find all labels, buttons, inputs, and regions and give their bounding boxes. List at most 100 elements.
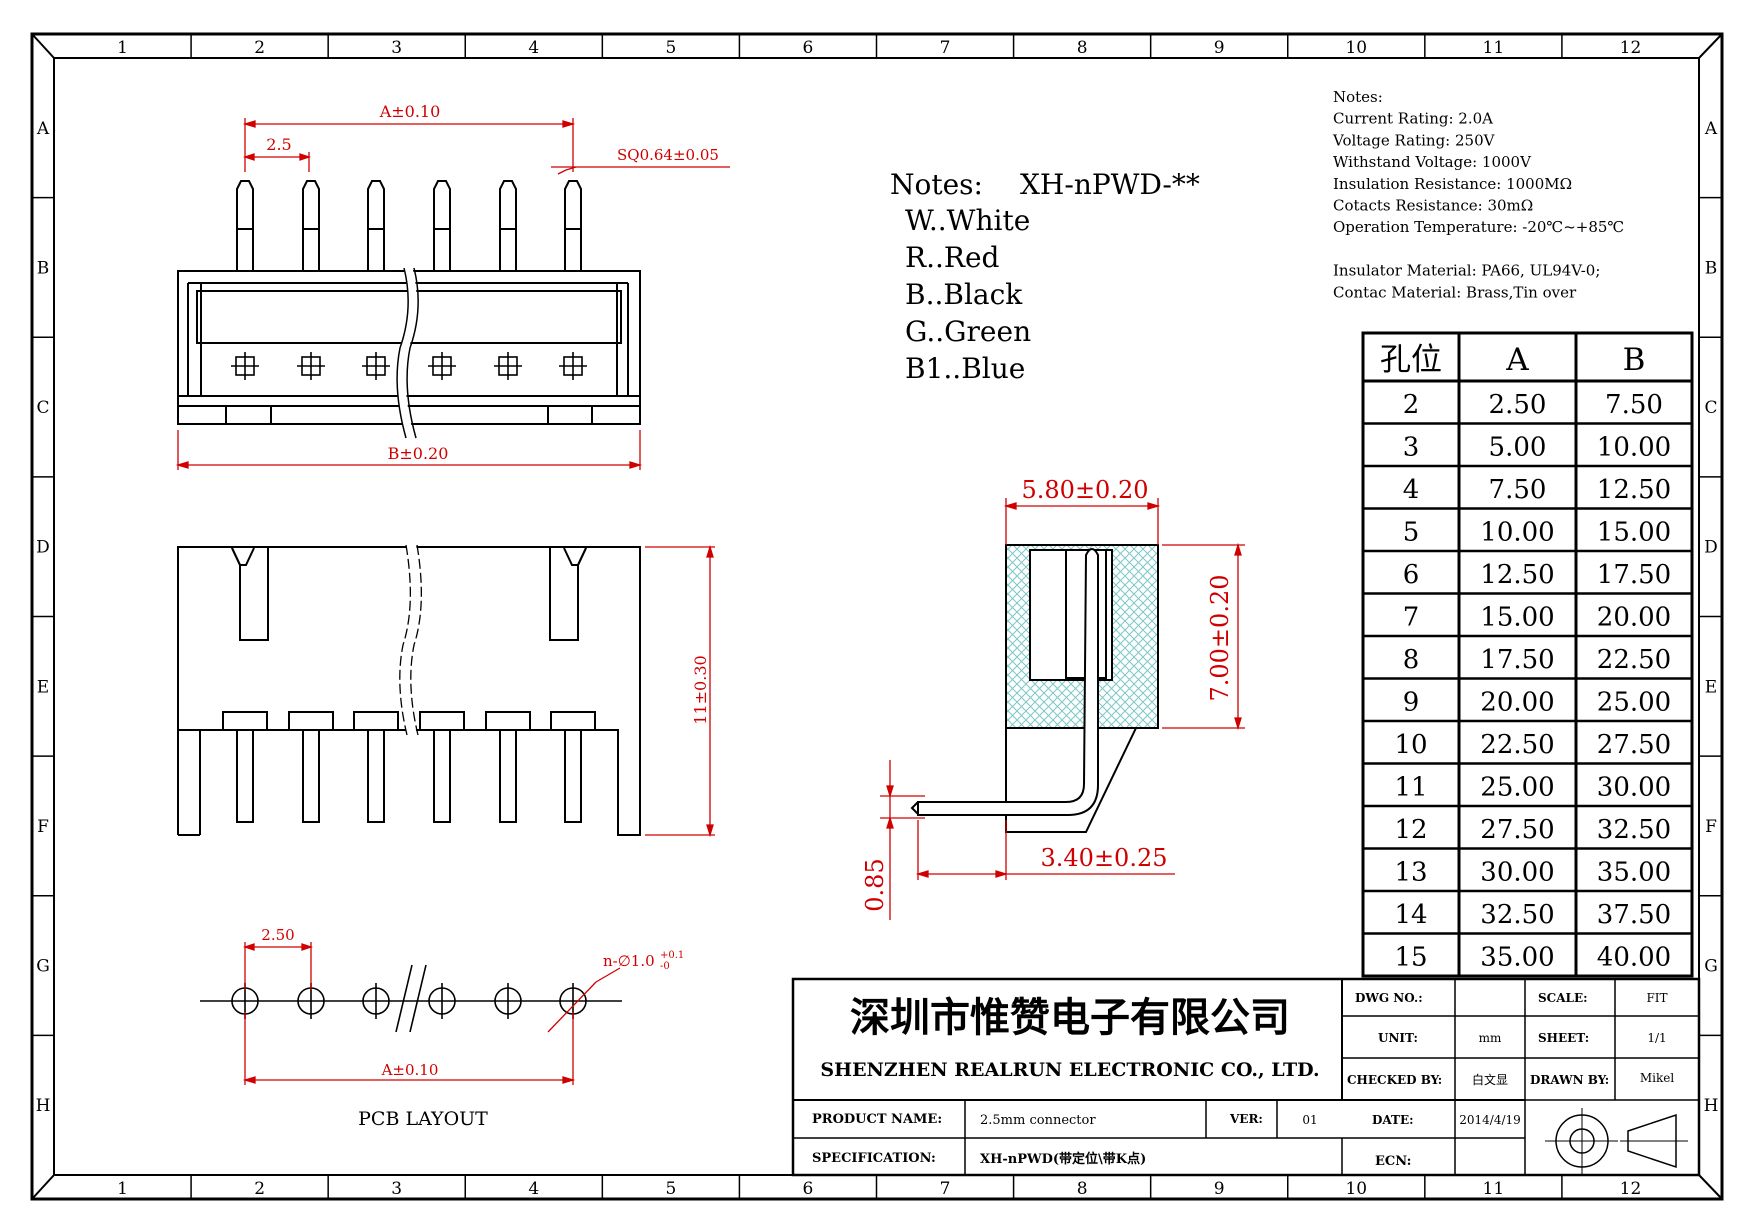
front-pin-shoulder (419, 711, 465, 731)
table-cell: 15.00 (1480, 603, 1554, 633)
dwg-no-label: DWG NO.: (1355, 991, 1423, 1005)
spec-note-line: Cotacts Resistance: 30mΩ (1333, 197, 1533, 215)
zone-row-right: H (1704, 1096, 1719, 1116)
table-cell: 9 (1403, 688, 1420, 718)
pin (302, 180, 320, 271)
spec-note-line: Contac Material: Brass,Tin over (1333, 283, 1577, 301)
zone-row-right: C (1704, 398, 1717, 418)
spec-note-line: Insulator Material: PA66, UL94V-0; (1333, 262, 1600, 280)
table-cell: 17.50 (1597, 560, 1671, 590)
dim-a-top: A±0.10 (379, 102, 441, 121)
table-cell: 15 (1394, 943, 1427, 973)
unit-value: mm (1479, 1031, 1502, 1045)
spec-note-line: Notes: (1333, 88, 1383, 106)
specification-value: XH-nPWD(带定位\带K点) (980, 1151, 1146, 1167)
table-cell: 15.00 (1597, 518, 1671, 548)
color-notes-model: XH-nPWD-** (1020, 168, 1200, 201)
front-pin-shoulder (222, 711, 268, 731)
checked-by-label: CHECKED BY: (1347, 1073, 1442, 1087)
table-cell: 7.50 (1605, 390, 1663, 420)
zone-row-left: E (37, 677, 49, 697)
spec-note-line: Operation Temperature: -20℃~+85℃ (1333, 218, 1624, 236)
table-header: B (1623, 342, 1646, 378)
table-cell: 20.00 (1480, 688, 1554, 718)
top-view-dimensions (175, 118, 730, 470)
drawn-by-value: Mikel (1640, 1071, 1674, 1085)
zone-col-bottom: 6 (803, 1179, 814, 1199)
table-cell: 32.50 (1597, 815, 1671, 845)
dim-pitch-top: 2.5 (266, 135, 291, 154)
zone-col-top: 2 (254, 38, 265, 58)
dim-hole-tol-minus: -0 (660, 961, 670, 972)
zone-col-bottom: 10 (1345, 1179, 1367, 1199)
zone-row-left: B (37, 258, 50, 278)
version-label: VER: (1229, 1112, 1263, 1126)
table-cell: 14 (1394, 900, 1427, 930)
front-pin-shoulder (288, 711, 334, 731)
zone-col-bottom: 4 (528, 1179, 539, 1199)
zone-col-bottom: 3 (391, 1179, 402, 1199)
table-cell: 6 (1403, 560, 1420, 590)
zone-col-top: 5 (665, 38, 676, 58)
checked-by-value: 白文显 (1472, 1072, 1508, 1087)
pcb-layout (200, 964, 622, 1033)
sheet-label: SHEET: (1538, 1031, 1589, 1045)
dim-b-top: B±0.20 (388, 444, 449, 463)
pin (236, 180, 254, 271)
zone-col-bottom: 1 (117, 1179, 128, 1199)
table-cell: 17.50 (1480, 645, 1554, 675)
table-cell: 11 (1394, 773, 1427, 803)
scale-label: SCALE: (1538, 991, 1588, 1005)
table-cell: 22.50 (1597, 645, 1671, 675)
dim-sq-pin: SQ0.64±0.05 (617, 146, 719, 164)
zone-col-bottom: 8 (1077, 1179, 1088, 1199)
dim-pitch-pcb: 2.50 (261, 926, 294, 944)
zone-col-top: 11 (1483, 38, 1505, 58)
table-cell: 10.00 (1480, 518, 1554, 548)
front-pin (499, 729, 517, 823)
zone-col-top: 8 (1077, 38, 1088, 58)
color-note-item: G..Green (905, 315, 1031, 348)
table-cell: 5 (1403, 518, 1420, 548)
zone-row-left: F (37, 817, 49, 837)
color-note-item: R..Red (905, 241, 1000, 274)
dim-height-front: 11±0.30 (691, 655, 710, 724)
zone-row-left: D (36, 538, 50, 558)
pcb-layout-title: PCB LAYOUT (358, 1108, 488, 1130)
company-name-cn: 深圳市惟赞电子有限公司 (850, 995, 1290, 1041)
front-pin-shoulder (485, 711, 531, 731)
zone-col-top: 7 (940, 38, 951, 58)
dim-width-side: 5.80±0.20 (1022, 476, 1149, 504)
version-value: 01 (1302, 1113, 1317, 1127)
top-view (177, 180, 641, 440)
table-header: A (1505, 342, 1529, 378)
zone-col-bottom: 9 (1214, 1179, 1225, 1199)
pin (499, 180, 517, 271)
zone-col-top: 9 (1214, 38, 1225, 58)
table-cell: 12.50 (1597, 475, 1671, 505)
product-name-label: PRODUCT NAME: (812, 1112, 942, 1127)
front-pin-shoulder (550, 711, 596, 731)
spec-note-line: Withstand Voltage: 1000V (1333, 153, 1532, 171)
table-cell: 25.00 (1480, 773, 1554, 803)
front-pin (236, 729, 254, 823)
pcb-dimensions (242, 942, 621, 1085)
table-cell: 30.00 (1597, 773, 1671, 803)
zone-col-top: 12 (1620, 38, 1642, 58)
table-cell: 3 (1403, 433, 1420, 463)
title-block (791, 977, 1701, 1177)
side-view-dimensions (880, 498, 1245, 920)
table-cell: 32.50 (1480, 900, 1554, 930)
zone-col-bottom: 7 (940, 1179, 951, 1199)
color-note-item: B..Black (905, 278, 1023, 311)
spec-note-line: Insulation Resistance: 1000MΩ (1333, 175, 1572, 193)
date-value: 2014/4/19 (1459, 1113, 1521, 1127)
table-border (1361, 331, 1694, 978)
zone-col-top: 10 (1345, 38, 1367, 58)
zone-row-left: H (36, 1096, 51, 1116)
zone-row-left: G (36, 957, 50, 977)
drawn-by-label: DRAWN BY: (1530, 1073, 1609, 1087)
sheet-value: 1/1 (1647, 1031, 1666, 1045)
table-header: 孔位 (1380, 342, 1442, 378)
